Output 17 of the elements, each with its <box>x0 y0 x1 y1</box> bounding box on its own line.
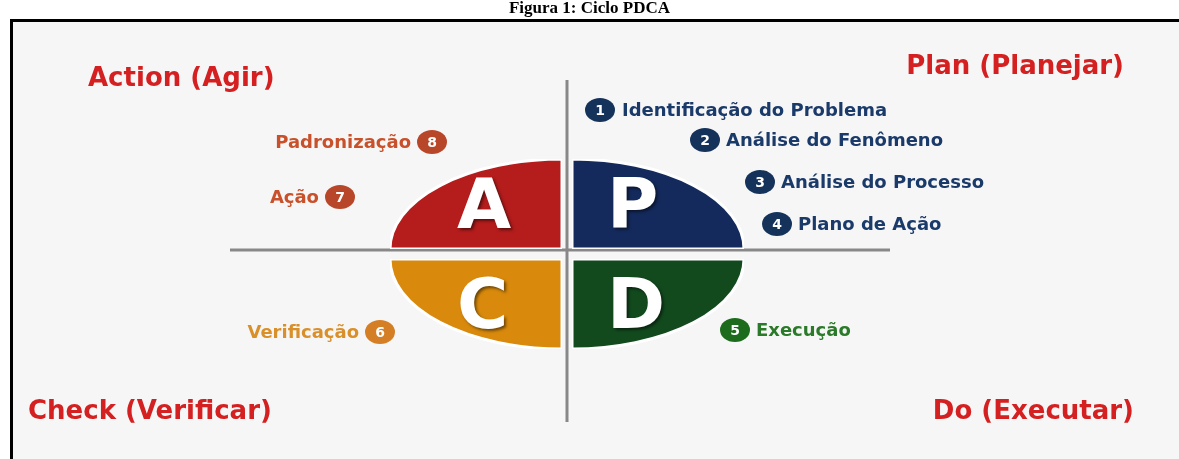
quadrant-letter: C <box>457 269 509 339</box>
quadrant-letter: A <box>457 169 512 239</box>
step-label: Ação <box>269 185 319 209</box>
step-label: Execução <box>756 318 851 342</box>
phase-heading: Check (Verificar) <box>28 395 272 425</box>
step-label: Padronização <box>275 130 411 154</box>
step-label: Análise do Processo <box>781 170 985 194</box>
quadrant-letter: P <box>607 169 659 239</box>
step-label: Identificação do Problema <box>622 98 888 122</box>
step-label: Verificação <box>247 320 359 344</box>
step-label: Plano de Ação <box>798 212 942 236</box>
figure-title: Figura 1: Ciclo PDCA <box>508 0 671 18</box>
phase-heading: Action (Agir) <box>88 62 275 92</box>
step-label: Análise do Fenômeno <box>726 128 944 152</box>
phase-heading: Plan (Planejar) <box>906 50 1124 80</box>
phase-heading: Do (Executar) <box>932 395 1134 425</box>
quadrant-letter: D <box>607 269 666 339</box>
